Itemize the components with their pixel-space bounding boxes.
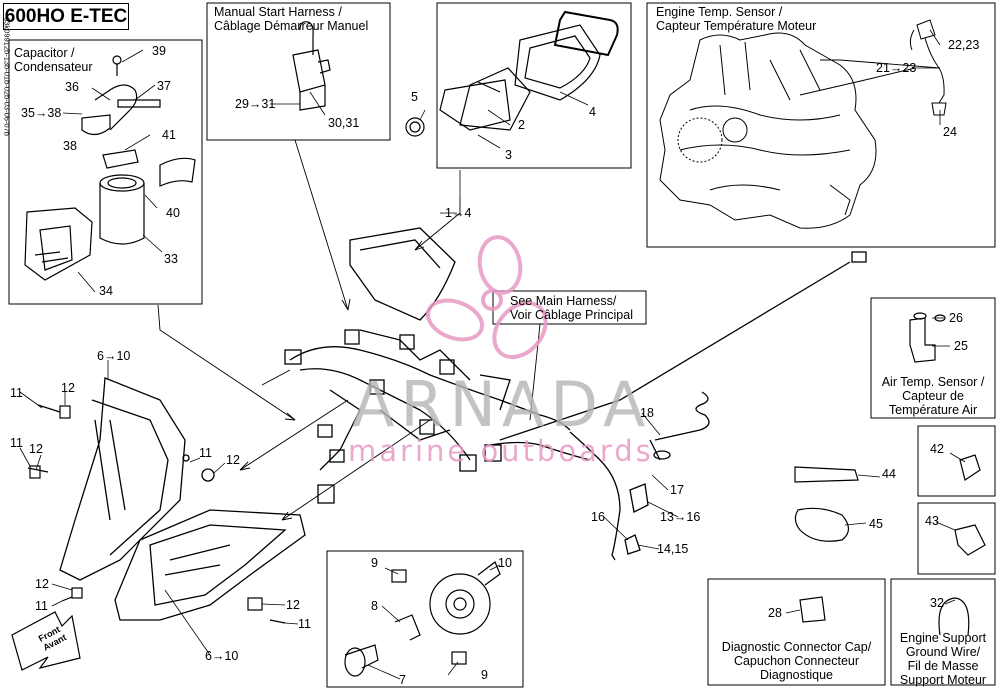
part-number-13-16: 13→16: [660, 510, 701, 524]
part-number-6-10-bottom: 6→10: [205, 649, 239, 663]
part-number-11-b: 11: [10, 436, 23, 450]
part-number-11-c: 11: [199, 446, 212, 460]
part-number-25: 25: [954, 339, 968, 353]
part-number-38: 38: [63, 139, 77, 153]
watermark-brand: ARNADA: [352, 368, 652, 441]
part-number-33: 33: [164, 252, 178, 266]
part-number-17: 17: [670, 483, 684, 497]
part-number-32: 32: [930, 596, 944, 610]
part-number-36: 36: [65, 80, 79, 94]
part-number-12-c: 12: [226, 453, 240, 467]
capacitor-box: [8, 39, 203, 305]
part-number-11-e: 11: [298, 617, 311, 631]
part-number-16: 16: [591, 510, 605, 524]
manual-start-box: [206, 2, 391, 141]
part-number-41: 41: [162, 128, 176, 142]
part-number-40: 40: [166, 206, 180, 220]
part-number-30-31: 30,31: [328, 116, 360, 130]
engine-temp-label: Engine Temp. Sensor / Capteur Températur…: [656, 5, 817, 33]
part-number-28: 28: [768, 606, 782, 620]
part-number-14-15: 14,15: [657, 542, 689, 556]
part-number-45: 45: [869, 517, 883, 531]
part-42-box: [917, 425, 996, 497]
part-number-9-b: 9: [481, 668, 488, 682]
part-number-11-d: 11: [35, 599, 48, 613]
part-number-44: 44: [882, 467, 896, 481]
part-number-4: 4: [589, 105, 596, 119]
part-number-35-38: 35→38: [21, 106, 62, 120]
part-number-6-10-top: 6→10: [97, 349, 131, 363]
diag-cap-box: [707, 578, 886, 686]
part-number-10: 10: [498, 556, 512, 570]
part-number-9-a: 9: [371, 556, 378, 570]
main-harness-label: See Main Harness/ Voir Câblage Principal: [510, 294, 633, 322]
part-number-12-a: 12: [61, 381, 75, 395]
part-number-43: 43: [925, 514, 939, 528]
part-number-3: 3: [505, 148, 512, 162]
gauge-box: [436, 2, 632, 169]
part-number-5: 5: [411, 90, 418, 104]
part-number-21-23: 21→23: [876, 61, 917, 75]
part-number-12-e: 12: [286, 598, 300, 612]
part-number-42: 42: [930, 442, 944, 456]
diag-cap-label: Diagnostic Connector Cap/ Capuchon Conne…: [721, 640, 872, 682]
engine-temp-box: [646, 2, 996, 248]
air-temp-box: [870, 297, 996, 419]
bulb-box: [326, 550, 524, 688]
part-number-37: 37: [157, 79, 171, 93]
part-number-39: 39: [152, 44, 166, 58]
ground-wire-box: [890, 578, 996, 686]
part-number-12-d: 12: [35, 577, 49, 591]
part-number-2: 2: [518, 118, 525, 132]
part-43-box: [917, 502, 996, 575]
ground-wire-label: Engine Support Ground Wire/ Fil de Masse…: [899, 631, 987, 687]
part-number-1-4: 1→4: [445, 206, 472, 220]
part-number-12-b: 12: [29, 442, 43, 456]
manual-start-label: Manual Start Harness / Câblage Démarreur…: [214, 5, 369, 33]
front-arrow: [11, 611, 81, 671]
watermark-sub: marine outboards: [348, 434, 654, 468]
air-temp-label: Air Temp. Sensor / Capteur de Températur…: [881, 375, 985, 417]
part-number-26: 26: [949, 311, 963, 325]
part-number-8: 8: [371, 599, 378, 613]
part-number-18: 18: [640, 406, 654, 420]
page-title: 600HO E-TEC: [3, 3, 129, 30]
part-number-24: 24: [943, 125, 957, 139]
part-number-29-31: 29→31: [235, 97, 276, 111]
part-number-7: 7: [399, 673, 406, 687]
part-number-22-23: 22,23: [948, 38, 980, 52]
part-number-11-a: 11: [10, 386, 23, 400]
part-number-34: 34: [99, 284, 113, 298]
capacitor-label: Capacitor / Condensateur: [14, 46, 93, 74]
drawing-code: 33k09912b-13b-01b-02b-03-06-07b: [2, 17, 12, 136]
